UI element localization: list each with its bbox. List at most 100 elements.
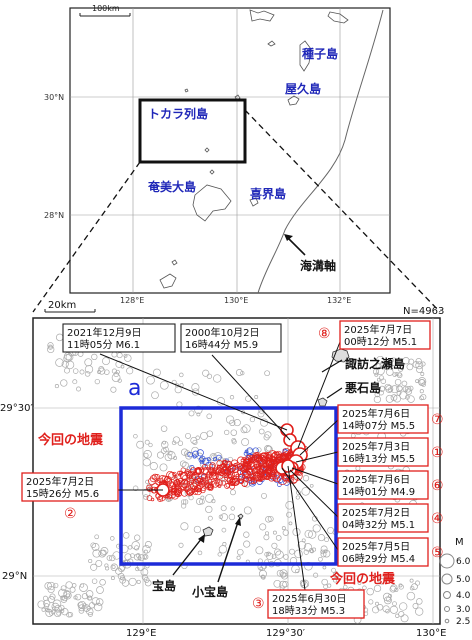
background-quake — [156, 451, 165, 459]
background-quake — [406, 591, 416, 601]
cluster-quake-red — [194, 488, 199, 493]
background-quake — [178, 542, 184, 548]
background-quake — [202, 369, 210, 377]
cluster-quake-red — [186, 491, 190, 495]
background-quake — [182, 499, 189, 505]
background-quake — [229, 395, 235, 400]
annotation-8-num: ⑧ — [318, 326, 331, 342]
background-quake — [47, 596, 55, 603]
background-quake — [50, 609, 56, 615]
background-quake — [230, 506, 235, 511]
background-quake — [172, 436, 180, 444]
background-quake — [235, 369, 243, 376]
background-quake — [388, 365, 393, 370]
background-quake — [91, 353, 98, 361]
background-quake — [266, 551, 271, 557]
background-quake — [385, 608, 390, 614]
background-quake — [416, 598, 423, 605]
cluster-quake-red — [174, 481, 179, 486]
cluster-quake-blue — [192, 454, 197, 459]
background-quake — [375, 363, 382, 370]
cluster-quake-red — [247, 461, 252, 466]
cluster-quake-blue — [212, 457, 218, 462]
background-quake — [130, 553, 135, 559]
background-quake — [91, 578, 98, 584]
kikai-label: 喜界島 — [250, 186, 286, 201]
annotation-6-line2: 14時01分 M4.9 — [342, 486, 415, 498]
trench-arrow — [286, 236, 306, 256]
background-quake — [400, 614, 409, 623]
annotation-1-line1: 2025年7月3日 — [342, 440, 410, 453]
background-quake — [160, 425, 168, 432]
background-quake — [144, 579, 152, 587]
background-quake — [257, 410, 265, 418]
background-quake — [373, 395, 382, 404]
mag-circle-3 — [444, 606, 450, 612]
annotation-1-num: ① — [431, 445, 444, 461]
cluster-quake-red — [257, 470, 268, 481]
background-quake — [151, 391, 159, 400]
background-quake — [414, 580, 421, 586]
background-quake — [37, 600, 46, 609]
cluster-quake-red — [177, 470, 182, 476]
background-quake — [180, 522, 189, 531]
cluster-quake-red — [226, 476, 233, 483]
background-quake — [224, 429, 230, 436]
background-quake — [133, 433, 138, 439]
background-quake — [398, 584, 404, 590]
background-quake — [110, 536, 115, 541]
background-quake — [95, 559, 103, 567]
background-quake — [264, 370, 270, 377]
background-quake — [76, 386, 81, 392]
cluster-quake-red — [224, 467, 230, 474]
cluster-quake-red — [288, 476, 294, 483]
background-quake — [281, 572, 288, 580]
overview-lon-128: 128°E — [120, 296, 144, 305]
background-quake — [123, 353, 128, 358]
background-quake — [407, 395, 415, 403]
background-quake — [408, 385, 414, 391]
background-quake — [175, 383, 180, 388]
cluster-quake-red — [200, 479, 207, 486]
cluster-quake-red — [250, 461, 261, 473]
mag-label-4: 4.0 — [456, 591, 471, 601]
tokara-label: トカラ列島 — [148, 106, 208, 121]
annotation-2: 2025年7月2日 15時26分 M5.6 ② — [21, 472, 119, 522]
background-quake — [111, 373, 121, 383]
cluster-quake-red — [157, 495, 164, 502]
background-quake — [121, 579, 130, 587]
background-quake — [122, 532, 130, 539]
background-quake — [206, 413, 212, 420]
background-quake — [149, 462, 158, 471]
background-quake — [60, 585, 67, 592]
background-quake — [258, 569, 267, 578]
background-quake — [332, 571, 340, 578]
background-quake — [106, 555, 113, 561]
background-quake — [159, 380, 169, 390]
background-quake — [323, 584, 328, 590]
background-quake — [142, 458, 151, 467]
background-quake — [191, 383, 200, 392]
background-quake — [65, 593, 71, 598]
background-quake — [412, 603, 419, 609]
background-quake — [396, 385, 403, 393]
background-quake — [74, 593, 82, 601]
background-quake — [67, 611, 74, 618]
cluster-quake-red — [208, 472, 217, 481]
annotation-2021-line2: 11時05分 M6.1 — [67, 339, 140, 351]
background-quake — [382, 592, 392, 602]
background-quake — [303, 543, 313, 552]
background-quake — [164, 453, 173, 462]
background-quake — [318, 556, 323, 562]
detail-lat-2930: 29°30′ — [0, 403, 33, 414]
background-quake — [190, 436, 198, 444]
background-quake — [376, 377, 381, 382]
background-quake — [386, 368, 394, 376]
annotation-2-line1: 2025年7月2日 — [26, 475, 94, 488]
background-quake — [61, 595, 68, 602]
annotation-2000: 2000年10月2日 16時44分 M5.9 — [180, 323, 282, 353]
cluster-quake-red — [251, 468, 259, 475]
background-quake — [98, 366, 105, 372]
background-quake — [420, 393, 427, 401]
background-quake — [79, 369, 85, 375]
